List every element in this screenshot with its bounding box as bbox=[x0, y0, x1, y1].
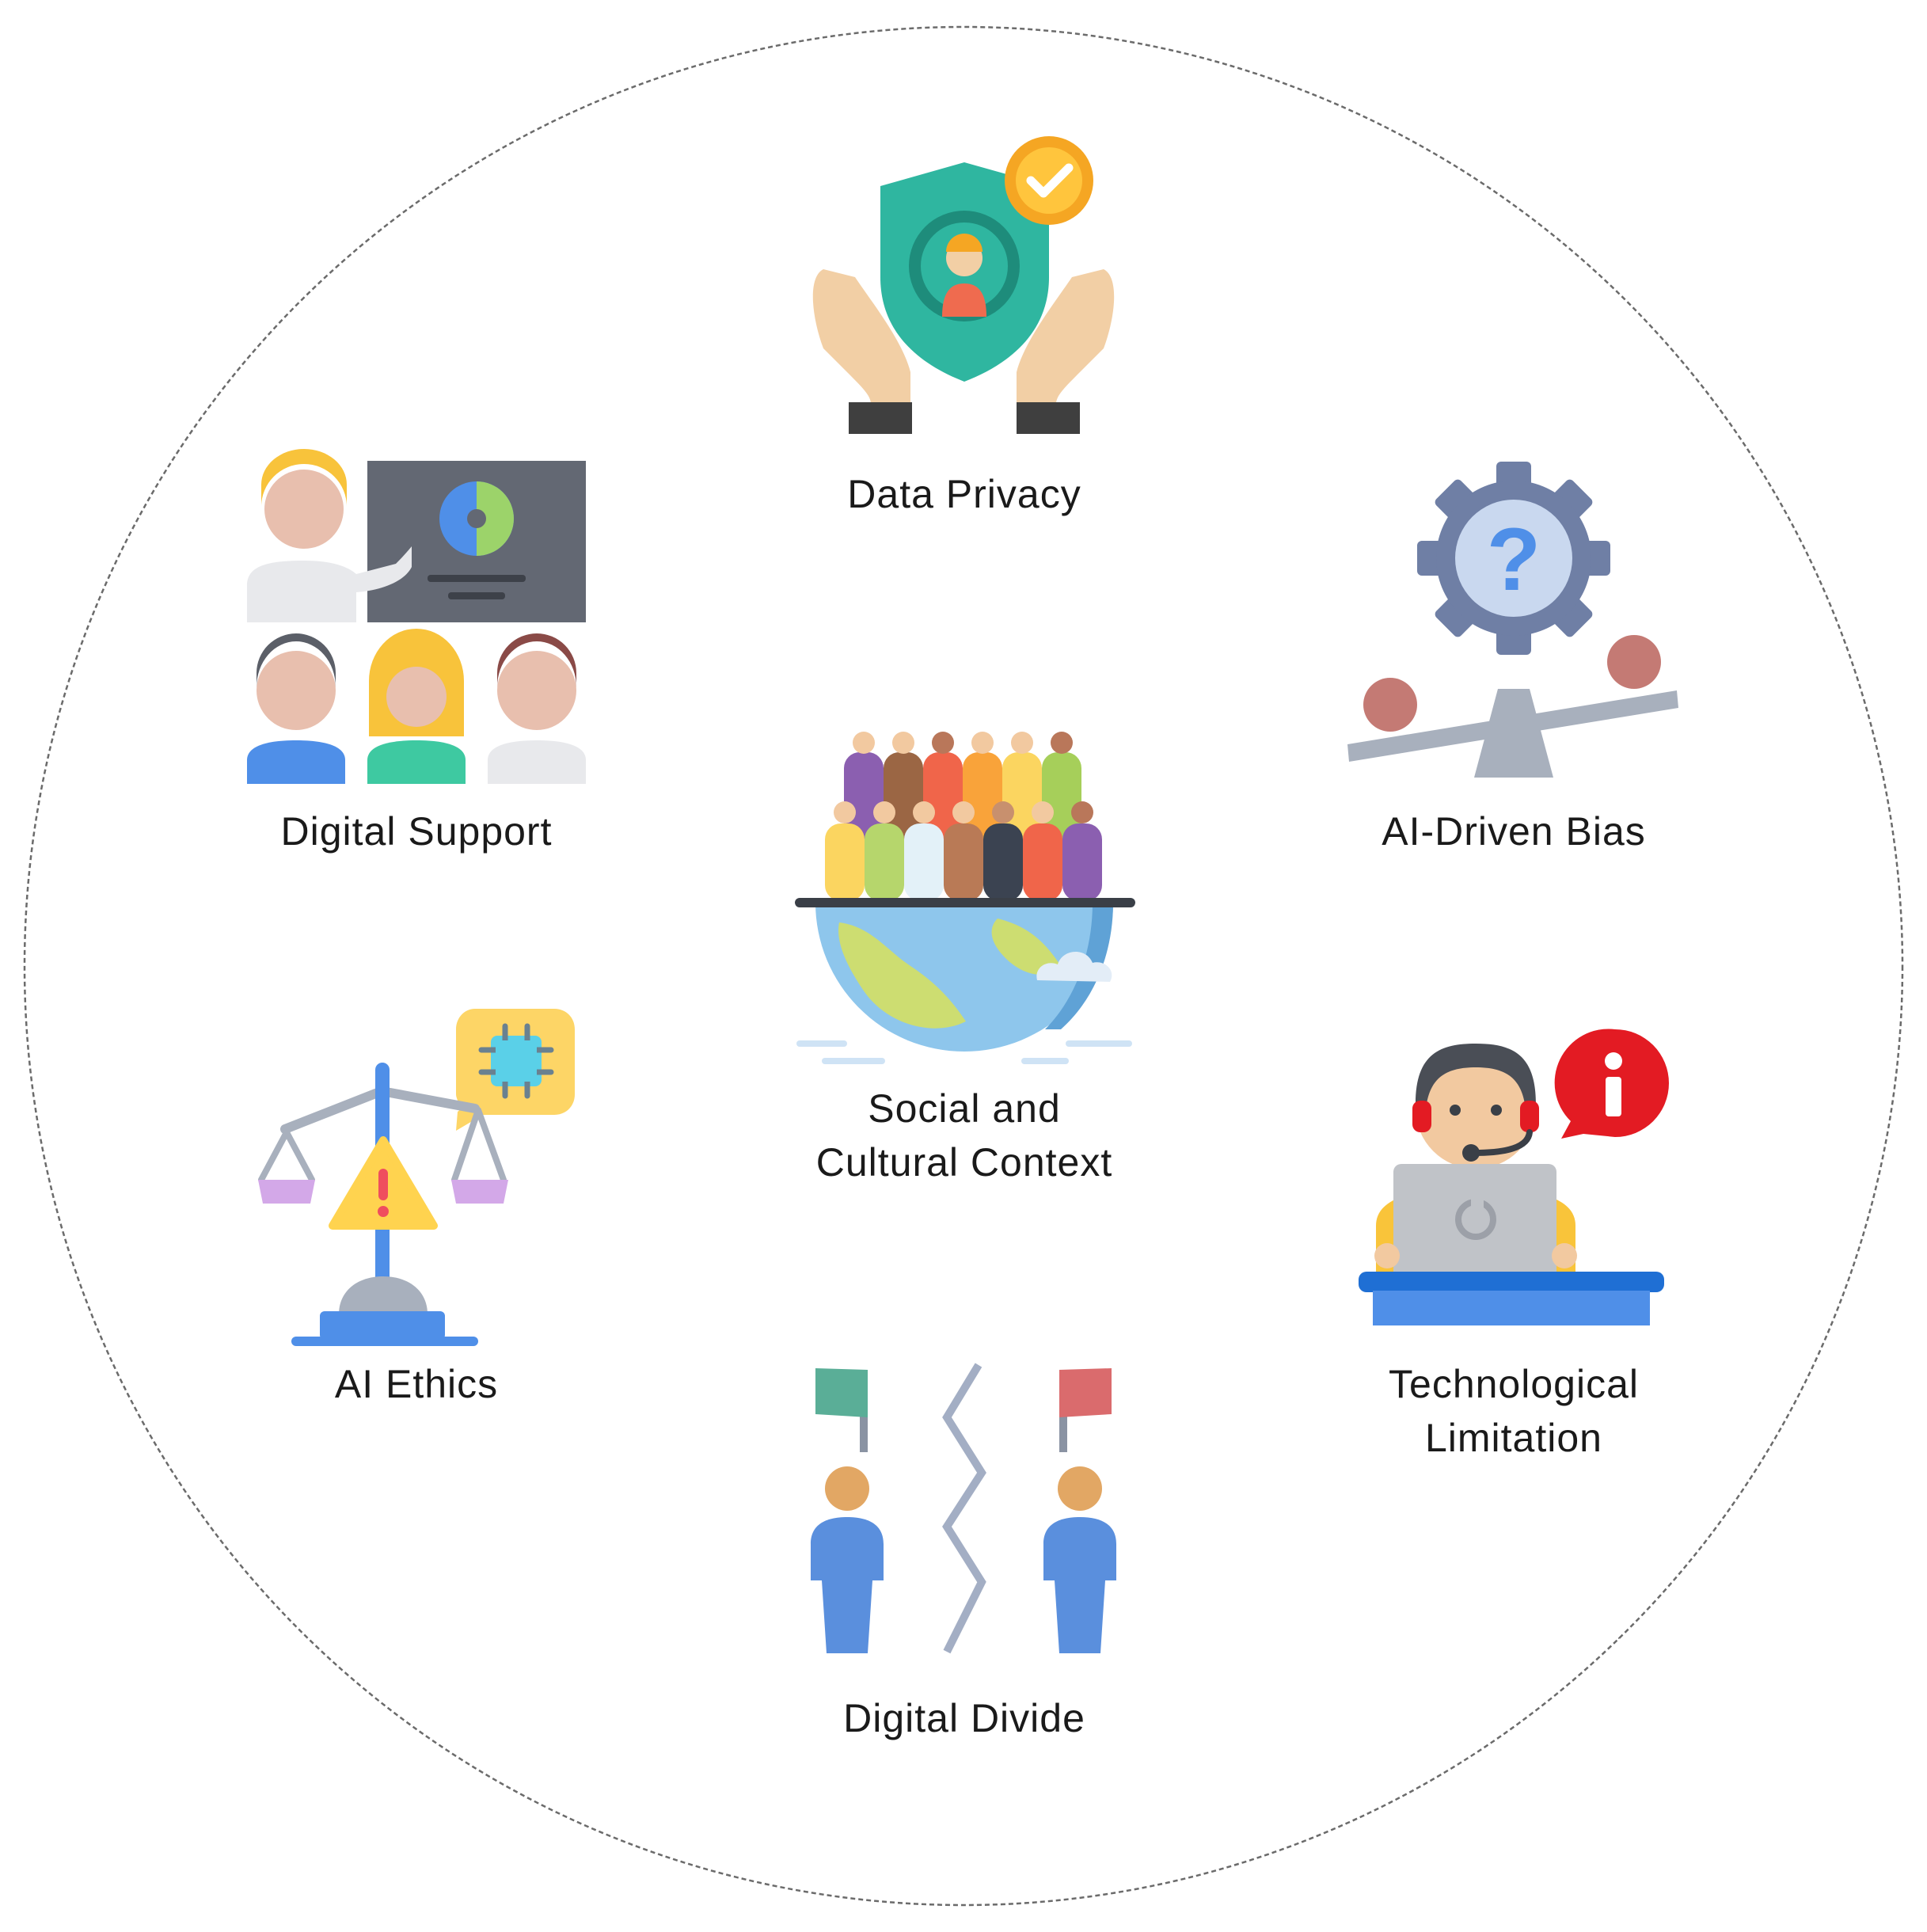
svg-text:?: ? bbox=[1487, 510, 1541, 609]
node-label-line: Cultural Context bbox=[815, 1140, 1113, 1185]
gear-balance-icon: ? bbox=[1347, 462, 1678, 778]
node-label-line: Social and bbox=[868, 1086, 1061, 1131]
divided-people-icon bbox=[811, 1363, 1116, 1654]
node-label-ai-ethics: AI Ethics bbox=[335, 1357, 498, 1411]
node-label-line: Technological bbox=[1389, 1362, 1639, 1406]
shield-hands-icon bbox=[812, 136, 1115, 434]
presentation-icon bbox=[247, 449, 586, 784]
people-globe-icon bbox=[795, 732, 1135, 1064]
node-label-line: Data Privacy bbox=[847, 472, 1081, 516]
node-label-line: Digital Divide bbox=[843, 1696, 1085, 1740]
scales-warning-icon bbox=[258, 1009, 575, 1346]
node-label-social-cultural-context: Social and Cultural Context bbox=[816, 1082, 1113, 1189]
support-agent-icon bbox=[1359, 1029, 1669, 1325]
node-label-ai-driven-bias: AI-Driven Bias bbox=[1382, 804, 1646, 858]
node-label-digital-support: Digital Support bbox=[281, 804, 553, 858]
node-label-digital-divide: Digital Divide bbox=[843, 1691, 1085, 1745]
node-label-line: AI Ethics bbox=[334, 1362, 499, 1406]
node-label-data-privacy: Data Privacy bbox=[847, 467, 1081, 521]
node-label-technological-limitation: Technological Limitation bbox=[1389, 1357, 1639, 1465]
node-label-line: AI-Driven Bias bbox=[1382, 809, 1646, 854]
node-label-line: Digital Support bbox=[280, 809, 553, 854]
outer-boundary-circle bbox=[23, 25, 1904, 1907]
node-label-line: Limitation bbox=[1424, 1416, 1602, 1460]
